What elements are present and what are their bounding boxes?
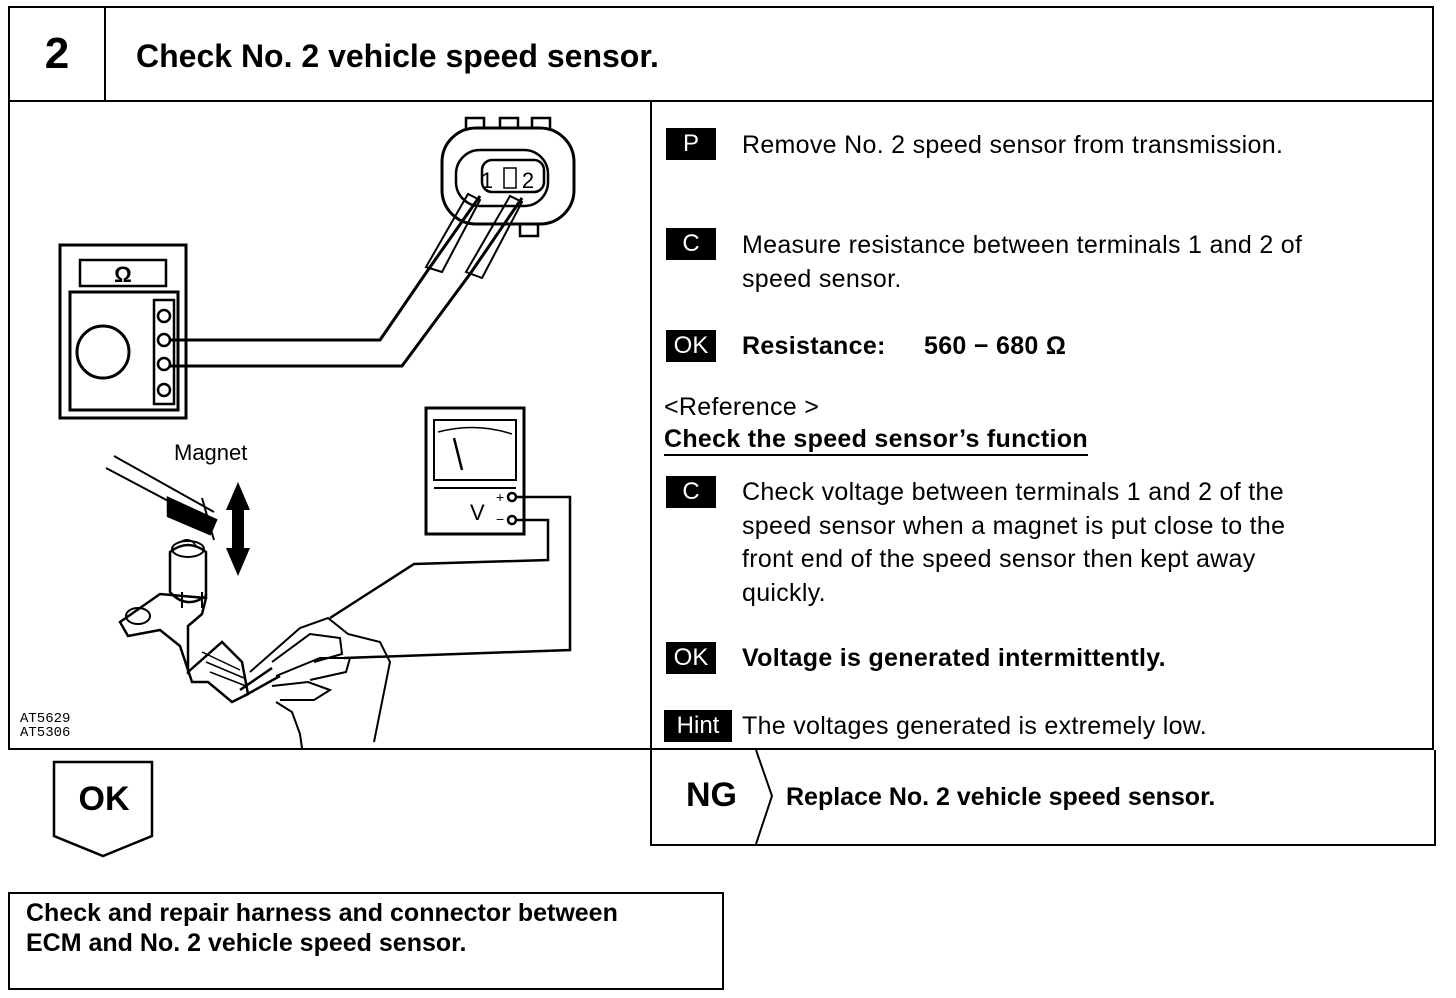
step-c2-line-3: front end of the speed sensor then kept … (742, 545, 1256, 573)
resistance-label: Resistance: (742, 332, 886, 360)
main-panel: Ω 1 2 Magnet V + − AT5629 AT5306 P Remov… (8, 102, 1434, 750)
sensor-connector-icon (440, 116, 576, 238)
ng-result-box: NG Replace No. 2 vehicle speed sensor. (650, 750, 1436, 846)
voltmeter-minus-label: − (496, 511, 504, 527)
connector-pin-2-label: 2 (522, 168, 534, 193)
ok-action-box: Check and repair harness and connector b… (8, 892, 724, 990)
diagram-svg: Ω 1 2 Magnet V + − (58, 116, 576, 749)
ng-label: NG (686, 776, 737, 814)
badge-hint: Hint (664, 710, 732, 742)
step-number: 2 (10, 8, 106, 100)
step-c2-line-2: speed sensor when a magnet is put close … (742, 512, 1286, 540)
step-c2-line-4: quickly. (742, 579, 826, 607)
step-c2-line-1: Check voltage between terminals 1 and 2 … (742, 478, 1284, 506)
badge-ok-1: OK (666, 330, 716, 362)
voltmeter-plus-label: + (496, 489, 504, 505)
magnet-icon (105, 455, 218, 541)
badge-c-1: C (666, 228, 716, 260)
reference-label: <Reference > (664, 393, 820, 421)
step-header: 2 Check No. 2 vehicle speed sensor. (8, 6, 1434, 102)
step-c1-line-2: speed sensor. (742, 265, 902, 293)
ng-chevron-icon (755, 750, 774, 845)
figure-code-2: AT5306 (20, 725, 71, 741)
magnet-label: Magnet (174, 440, 247, 465)
ohm-symbol-label: Ω (114, 262, 132, 287)
ok-arrow-icon (52, 760, 154, 858)
step-p-text: Remove No. 2 speed sensor from transmiss… (742, 131, 1284, 159)
test-diagram: Ω 1 2 Magnet V + − AT5629 AT5306 (10, 102, 650, 749)
badge-p: P (666, 128, 716, 160)
column-divider (650, 102, 652, 748)
up-down-arrow-icon (226, 482, 250, 576)
reference-heading: Check the speed sensor’s function (664, 424, 1088, 456)
badge-ok-2: OK (666, 642, 716, 674)
voltmeter-v-label: V (470, 500, 485, 525)
ng-action-text: Replace No. 2 vehicle speed sensor. (786, 783, 1216, 811)
step-c1-line-1: Measure resistance between terminals 1 a… (742, 231, 1303, 259)
ok-2-text: Voltage is generated intermittently. (742, 644, 1166, 672)
ok-action-text: Check and repair harness and connector b… (26, 898, 618, 958)
figure-code-1: AT5629 (20, 711, 71, 727)
connector-pin-1-label: 1 (481, 168, 493, 193)
ohmmeter-icon (58, 243, 188, 420)
step-title: Check No. 2 vehicle speed sensor. (136, 38, 659, 74)
hand-with-probes-icon (239, 616, 392, 749)
ok-action-line-2: ECM and No. 2 vehicle speed sensor. (26, 929, 467, 957)
ok-label: OK (78, 780, 130, 818)
hint-text: The voltages generated is extremely low. (742, 712, 1208, 740)
speed-sensor-icon (118, 539, 250, 704)
badge-c-2: C (666, 476, 716, 508)
ok-action-line-1: Check and repair harness and connector b… (26, 899, 618, 927)
resistance-value: 560 − 680 Ω (924, 332, 1067, 360)
